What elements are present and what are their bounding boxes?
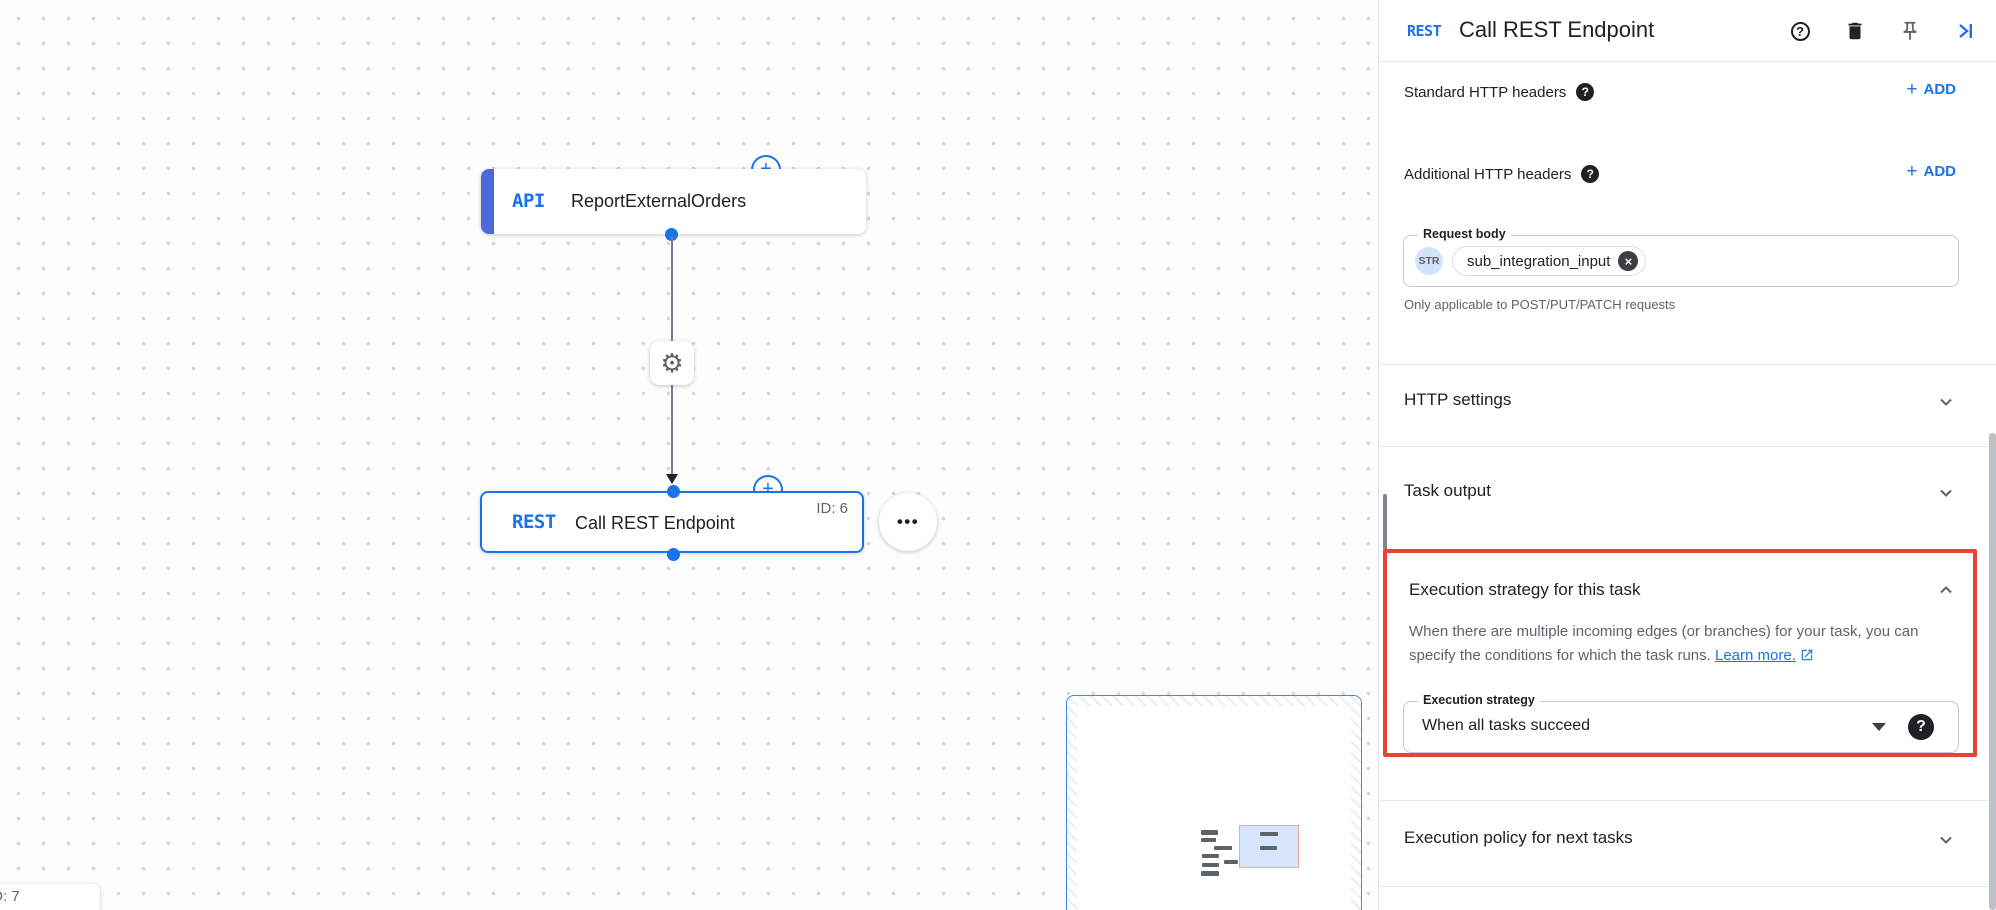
execution-strategy-dropdown[interactable]: Execution strategy When all tasks succee… <box>1403 693 1959 753</box>
help-filled-icon[interactable]: ? <box>1908 714 1934 740</box>
help-button[interactable]: ? <box>1788 19 1812 43</box>
gear-icon: ⚙ <box>660 347 684 378</box>
divider <box>1379 886 1996 887</box>
chevron-up-icon <box>1940 586 1952 594</box>
task-config-panel: REST Call REST Endpoint ? <box>1378 0 1996 910</box>
additional-http-headers-label: Additional HTTP headers <box>1404 165 1572 183</box>
help-filled-icon[interactable]: ? <box>1576 83 1595 101</box>
minimap-node <box>1260 846 1277 850</box>
help-outline-icon: ? <box>1790 21 1810 41</box>
request-body-field[interactable]: Request body STR sub_integration_input × <box>1403 227 1959 287</box>
string-type-chip: STR <box>1415 247 1443 275</box>
minimap-node <box>1201 871 1219 876</box>
add-button-label: ADD <box>1923 163 1957 180</box>
api-trigger-icon: API <box>512 190 545 212</box>
trigger-output-port[interactable] <box>665 228 678 241</box>
add-icon: + <box>1906 161 1918 182</box>
request-body-label: Request body <box>1418 227 1511 241</box>
edge-config-button[interactable]: ⚙ <box>650 341 694 385</box>
remove-value-icon[interactable]: × <box>1618 251 1639 271</box>
panel-header-actions: ? <box>1788 19 1977 43</box>
learn-more-link[interactable]: Learn more. <box>1715 647 1796 664</box>
minimap-node <box>1260 832 1278 836</box>
offscreen-node-id-badge: ID: 7 <box>0 888 20 905</box>
trash-icon <box>1848 22 1862 40</box>
task-input-port[interactable] <box>667 485 680 498</box>
standard-http-headers-row: Standard HTTP headers ? <box>1404 78 1595 106</box>
minimap-area <box>1077 706 1351 910</box>
rest-task-icon: REST <box>512 511 556 533</box>
pin-icon <box>1903 21 1917 41</box>
chevron-down-icon <box>1940 398 1952 406</box>
trigger-node-label: ReportExternalOrders <box>571 191 747 211</box>
additional-http-headers-row: Additional HTTP headers ? <box>1404 160 1600 188</box>
ellipsis-icon: ••• <box>896 512 920 531</box>
external-link-icon <box>1801 649 1813 661</box>
trigger-node-report-external-orders[interactable]: API ReportExternalOrders <box>481 169 866 241</box>
edge-arrowhead <box>666 474 678 484</box>
panel-title: Call REST Endpoint <box>1459 17 1655 42</box>
http-settings-section-title: HTTP settings <box>1404 390 1512 409</box>
execution-strategy-description: When there are multiple incoming edges (… <box>1409 620 1947 668</box>
workflow-canvas[interactable]: + API ReportExternalOrders ⚙ + REST Call… <box>0 0 1378 910</box>
task-id-badge: ID: 6 <box>816 500 848 517</box>
panel-header: REST Call REST Endpoint ? <box>1379 0 1996 62</box>
task-output-section-title: Task output <box>1404 481 1491 500</box>
execution-strategy-field-label: Execution strategy <box>1418 693 1540 707</box>
task-output-port[interactable] <box>667 548 680 561</box>
trigger-accent-bar <box>481 169 494 234</box>
divider <box>1379 800 1996 801</box>
panel-scrollbar-thumb[interactable] <box>1989 433 1996 910</box>
canvas-minimap[interactable] <box>1066 695 1362 910</box>
minimap-node <box>1202 854 1219 858</box>
rest-task-icon: REST <box>1407 22 1442 40</box>
add-button-label: ADD <box>1923 81 1957 98</box>
minimap-node <box>1202 863 1219 867</box>
execution-strategy-collapse-button[interactable] <box>1934 578 1958 602</box>
collapse-panel-button[interactable] <box>1953 19 1977 43</box>
request-body-value-chip[interactable]: sub_integration_input × <box>1452 246 1647 276</box>
minimap-node <box>1224 860 1238 864</box>
divider <box>1379 446 1996 447</box>
panel-left-scrollbar-thumb[interactable] <box>1383 494 1387 550</box>
execution-strategy-section-title: Execution strategy for this task <box>1409 580 1641 599</box>
task-node-label: Call REST Endpoint <box>575 513 735 533</box>
dropdown-arrow-icon[interactable] <box>1872 723 1886 731</box>
add-icon: + <box>1906 79 1918 100</box>
description-text: When there are multiple incoming edges (… <box>1409 623 1919 664</box>
collapse-panel-icon <box>1959 24 1972 38</box>
execution-policy-section-title: Execution policy for next tasks <box>1404 828 1633 847</box>
execution-policy-expand-button[interactable] <box>1934 828 1958 852</box>
minimap-node <box>1201 830 1218 835</box>
request-body-value: sub_integration_input <box>1467 252 1611 270</box>
minimap-viewport[interactable] <box>1239 825 1299 868</box>
learn-more-label: Learn more. <box>1715 647 1796 664</box>
standard-http-headers-label: Standard HTTP headers <box>1404 83 1567 101</box>
task-output-expand-button[interactable] <box>1934 481 1958 505</box>
task-more-actions-button[interactable]: ••• <box>879 493 937 551</box>
minimap-node <box>1201 838 1216 842</box>
minimap-node <box>1214 846 1232 850</box>
request-body-helper: Only applicable to POST/PUT/PATCH reques… <box>1404 297 1676 312</box>
chevron-down-icon <box>1940 836 1952 844</box>
delete-task-button[interactable] <box>1843 19 1867 43</box>
task-node-call-rest-endpoint[interactable]: REST Call REST Endpoint ID: 6 <box>480 485 864 561</box>
divider <box>1379 364 1996 365</box>
offscreen-node[interactable]: ID: 7 <box>0 884 100 910</box>
chevron-down-icon <box>1940 489 1952 497</box>
add-standard-header-button[interactable]: + ADD <box>1906 80 1956 99</box>
add-additional-header-button[interactable]: + ADD <box>1906 162 1956 181</box>
help-filled-icon[interactable]: ? <box>1581 165 1600 183</box>
http-settings-expand-button[interactable] <box>1934 390 1958 414</box>
execution-strategy-value: When all tasks succeed <box>1422 717 1591 734</box>
pin-panel-button[interactable] <box>1898 19 1922 43</box>
